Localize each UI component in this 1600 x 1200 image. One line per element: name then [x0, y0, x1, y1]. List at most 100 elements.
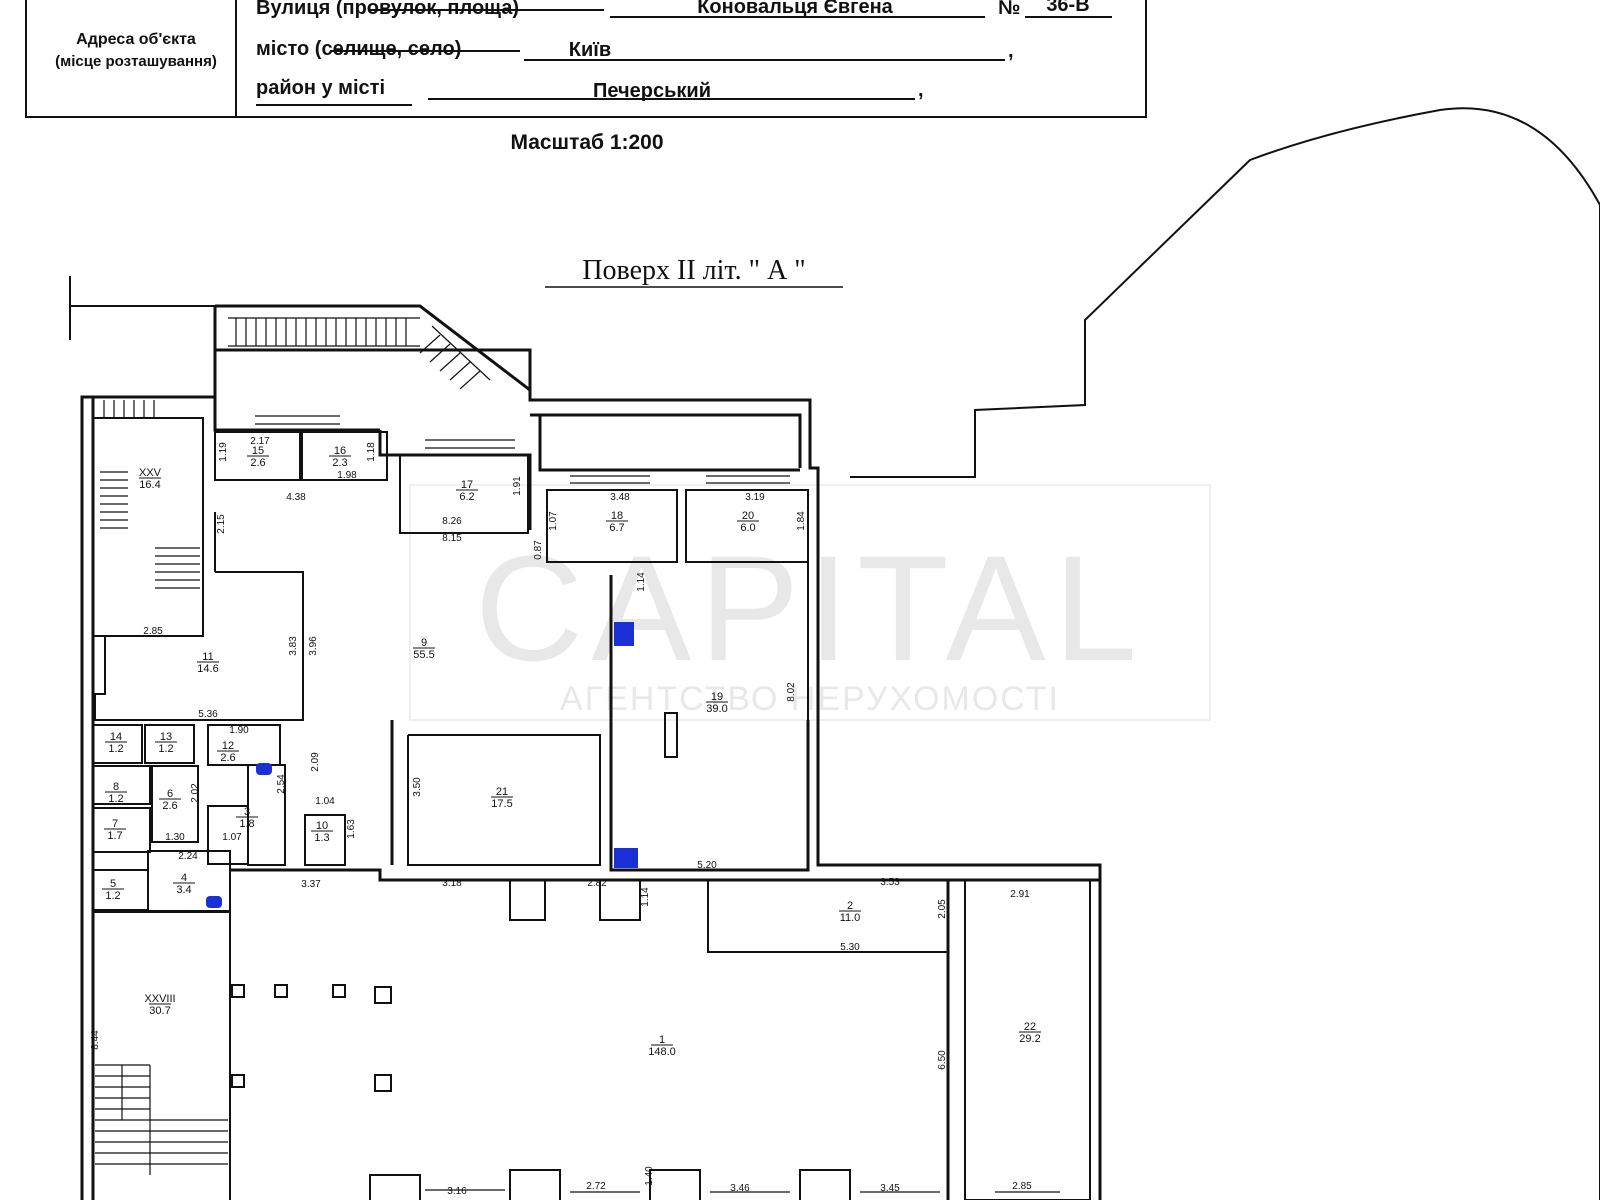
room-labels: XXV16.4152.6162.3176.2186.7206.0955.5111…: [102, 445, 1041, 1058]
dimension-label: 3.18: [442, 878, 462, 889]
dimension-label: 1.04: [315, 796, 335, 807]
room-number: 3: [244, 806, 250, 818]
dimension-label: 3.83: [288, 636, 299, 656]
dimension-label: 5.20: [697, 860, 717, 871]
room-number: 17: [461, 479, 473, 491]
district-label: район у місті: [256, 77, 385, 99]
meter-marker-12: [256, 763, 272, 775]
room-area: 55.5: [413, 649, 434, 661]
room-number: 15: [252, 445, 264, 457]
dimension-label: 1.98: [337, 470, 357, 481]
room-label: 211.0: [839, 900, 861, 924]
dimension-label: 1.14: [640, 887, 651, 907]
room-label: 43.4: [173, 872, 195, 896]
dimension-label: 1.84: [796, 511, 807, 531]
dimension-label: 5.30: [840, 942, 860, 953]
room-label: 206.0: [737, 510, 759, 534]
dimension-label: 8.44: [90, 1030, 101, 1050]
dimension-label: 3.45: [880, 1183, 900, 1194]
room-label: 62.6: [159, 788, 181, 812]
room-area: 17.5: [491, 798, 512, 810]
room-label: 51.2: [102, 878, 124, 902]
room-area: 14.6: [197, 663, 218, 675]
address-label-line1: Адреса об'єкта: [76, 31, 196, 48]
room-number: 13: [160, 731, 172, 743]
room-area: 29.2: [1019, 1033, 1040, 1045]
room-area: 2.6: [220, 752, 235, 764]
window-marks: [255, 415, 1060, 1193]
room-area: 16.4: [139, 479, 160, 491]
dimension-label: 2.09: [310, 752, 321, 772]
dimension-label: 2.85: [143, 626, 163, 637]
dimension-label: 2.82: [587, 878, 607, 889]
room-number: 5: [110, 878, 116, 890]
stair-xxv: [100, 400, 200, 589]
watermark-tagline: АГЕНТСТВО НЕРУХОМОСТІ: [560, 680, 1060, 718]
dimension-label: 8.15: [442, 533, 462, 544]
dimension-label: 3.53: [880, 877, 900, 888]
floor-title-text: Поверх ІІ літ. " А ": [582, 255, 805, 286]
dimension-label: 6.50: [937, 1050, 948, 1070]
city-value: Київ: [569, 39, 611, 61]
room-number: 6: [167, 788, 173, 800]
room-number: 10: [316, 820, 328, 832]
dimension-label: 1.30: [165, 832, 185, 843]
dimension-label: 2.72: [586, 1181, 606, 1192]
room-number: 4: [181, 872, 187, 884]
district-value: Печерський: [593, 80, 711, 102]
survey-marker: [69, 276, 215, 340]
dimension-label: 2.91: [1010, 889, 1030, 900]
dimension-label: 2.02: [190, 783, 201, 803]
dimension-label: 1.19: [218, 442, 229, 462]
room-area: 2.6: [250, 457, 265, 469]
room-number: 18: [611, 510, 623, 522]
number-value: 36-В: [1046, 0, 1089, 16]
room-number: 21: [496, 786, 508, 798]
dimension-labels: 1.192.171.181.984.382.151.918.268.153.48…: [90, 436, 1032, 1197]
dimension-label: 1.07: [222, 832, 242, 843]
room-area: 3.4: [176, 884, 191, 896]
room-number: XXV: [139, 467, 162, 479]
address-header: Адреса об'єкта (місце розташування) Вули…: [25, 0, 1147, 154]
dimension-label: 1.91: [512, 476, 523, 496]
room-number: 11: [202, 651, 213, 663]
dimension-label: 8.26: [442, 516, 462, 527]
dimension-label: 1.40: [644, 1166, 655, 1186]
floor-title: Поверх ІІ літ. " А ": [545, 255, 843, 288]
dimension-label: 8.02: [786, 682, 797, 702]
room-area: 1.2: [108, 793, 123, 805]
number-label: №: [998, 0, 1020, 19]
room-area: 11.0: [840, 912, 861, 924]
adjacent-building-outline: [850, 107, 1600, 1200]
room-number: 19: [711, 691, 723, 703]
room-number: 12: [222, 740, 234, 752]
dimension-label: 2.24: [178, 851, 198, 862]
dimension-label: 2.15: [216, 514, 227, 534]
room-area: 6.2: [459, 491, 474, 503]
stairs: [95, 317, 1060, 1193]
dimension-label: 3.19: [745, 492, 765, 503]
dimension-label: 1.63: [346, 819, 357, 839]
room-number: 16: [334, 445, 346, 457]
room-area: 1.2: [108, 743, 123, 755]
dimension-label: 1.90: [229, 725, 249, 736]
address-label-line2: (місце розташування): [55, 53, 217, 70]
meter-marker-4: [206, 896, 222, 908]
room-label: 955.5: [413, 637, 435, 661]
room-number: 20: [742, 510, 754, 522]
dimension-label: 3.46: [730, 1183, 750, 1194]
dimension-label: 1.18: [366, 442, 377, 462]
city-label: місто (селище, село): [256, 38, 461, 60]
room-label: 141.2: [105, 731, 127, 755]
stair-xxviii: [95, 1064, 228, 1175]
room-area: 6.7: [609, 522, 624, 534]
room-number: 9: [421, 637, 427, 649]
room-label: 152.6: [247, 445, 269, 469]
dimension-label: 5.36: [198, 709, 218, 720]
room-label: 81.2: [105, 781, 127, 805]
